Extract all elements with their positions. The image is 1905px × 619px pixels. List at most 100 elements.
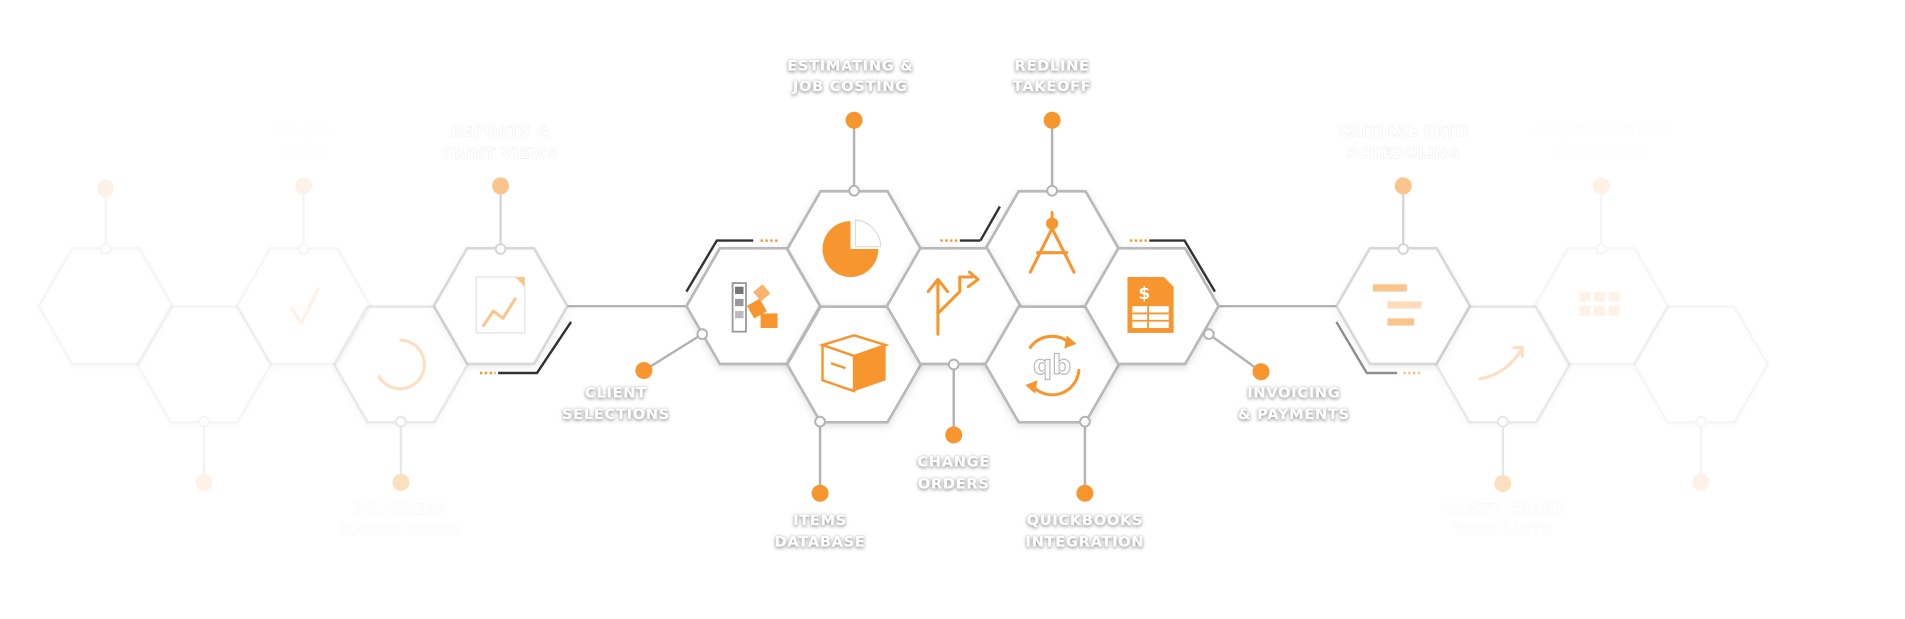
junction-node <box>696 328 709 340</box>
hex-reports[interactable] <box>432 177 569 366</box>
trend-arrow-icon <box>1478 345 1524 381</box>
split-arrows-icon <box>926 270 980 336</box>
junction-node <box>1497 415 1509 428</box>
box-icon <box>818 334 890 393</box>
hexagon <box>1632 305 1770 424</box>
pin-dot <box>97 179 115 197</box>
feature-label-line: TAKEOFF <box>1013 78 1092 95</box>
pin-dot <box>1494 475 1512 493</box>
feature-label-line: CALENDAR <box>1554 145 1648 162</box>
junction-node <box>494 243 507 255</box>
pin-dot <box>1592 177 1610 195</box>
label-invoicing: INVOICING & PAYMENTS <box>1238 384 1350 423</box>
pin-dot <box>811 484 829 502</box>
feature-label-line: ITEMS <box>793 512 847 529</box>
hex-placeholder <box>37 179 175 366</box>
label-client: CLIENT SELECTIONS <box>562 384 670 423</box>
label-quickbooks: QUICKBOOKS INTEGRATION <box>1025 512 1145 551</box>
label-reports: REPORTS & PRINT VIEWS <box>442 123 559 162</box>
feature-label-line: DATABASE <box>775 534 866 551</box>
label-calendar: CONSTRUCTION CALENDAR <box>1532 123 1670 162</box>
feature-label-line: TASK LISTS <box>1453 522 1553 539</box>
pie-chart-icon <box>822 219 882 278</box>
pin-dot <box>295 177 313 195</box>
hex-calendar[interactable] <box>1532 177 1670 366</box>
feature-label-line: SCHEDULING <box>1347 145 1460 162</box>
feature-label-line: ORDERS <box>918 475 990 492</box>
feature-label-line: REDLINE <box>1015 57 1090 74</box>
pin-line <box>643 333 703 372</box>
junction-node <box>1397 243 1410 255</box>
junction-node <box>1046 184 1058 197</box>
pin-dot <box>845 111 863 129</box>
feature-label-line: ESTIMATING & <box>787 57 913 74</box>
feature-label-line: QUICKBOOKS <box>1027 512 1144 529</box>
schedule-bars-icon <box>1372 284 1422 326</box>
compass-icon <box>1028 211 1076 274</box>
hex-placeholder <box>1632 305 1770 491</box>
junction-node <box>1203 328 1215 340</box>
feature-label-line: CRITICAL PATH <box>1338 123 1468 140</box>
pin-dot <box>945 426 963 444</box>
feature-label-line: PRINT VIEWS <box>443 145 559 162</box>
pin-dot <box>635 362 653 380</box>
junction-node <box>99 243 112 255</box>
junction-node <box>1079 415 1091 428</box>
junction-node <box>1595 243 1608 255</box>
hex-change[interactable] <box>885 246 1023 444</box>
label-redline: REDLINE TAKEOFF <box>1012 57 1092 95</box>
pin-dot <box>1252 363 1270 381</box>
pin-dot <box>392 473 410 491</box>
checkmark-icon <box>290 287 320 325</box>
label-items: ITEMS DATABASE <box>774 512 866 551</box>
label-estimating: ESTIMATING & JOB COSTING <box>787 57 913 95</box>
feature-label-line: INVOICING <box>1247 384 1340 401</box>
hex-progress[interactable] <box>332 305 470 491</box>
feature-label-line: PROGRESS <box>354 501 448 518</box>
calendar-grid-icon <box>1579 291 1620 316</box>
label-todo: TO DO LISTS <box>276 123 332 162</box>
pin-dot <box>1692 473 1710 491</box>
hex-todo[interactable] <box>235 177 373 366</box>
feature-label-line: JOB COSTING <box>792 78 908 95</box>
quickbooks-logo: qb <box>1033 350 1071 381</box>
quickbooks-sync-icon: qb <box>1025 334 1081 397</box>
decorative-strokes <box>479 205 1422 375</box>
color-swatch-icon <box>731 282 778 333</box>
feature-label-line: CONSTRUCTION <box>1532 123 1670 140</box>
hex-redline[interactable] <box>983 111 1121 309</box>
feature-label-line: CLIENT <box>585 384 647 401</box>
junction-node <box>198 415 210 428</box>
pin-dot <box>195 473 213 491</box>
pin-line <box>1208 333 1262 373</box>
junction-node <box>947 358 960 371</box>
feature-label-line: GANTT CHART <box>1441 501 1564 518</box>
label-progress: PROGRESS DASHBOARDS <box>340 501 461 539</box>
junction-node <box>1695 415 1707 428</box>
hex-critical[interactable] <box>1334 177 1472 366</box>
junction-node <box>848 184 860 197</box>
pin-dot <box>1043 111 1061 129</box>
hex-estimating[interactable] <box>785 111 923 309</box>
label-gantt: GANTT CHART TASK LISTS <box>1441 501 1564 539</box>
pin-dot <box>492 177 510 195</box>
label-critical: CRITICAL PATH SCHEDULING <box>1338 123 1468 162</box>
feature-label-line: LISTS <box>279 145 328 162</box>
invoice-icon: $ <box>1127 277 1174 333</box>
feature-label-line: DASHBOARDS <box>340 522 461 539</box>
svg-text:$: $ <box>1138 284 1150 304</box>
feature-label-line: SELECTIONS <box>562 406 670 423</box>
progress-ring-icon <box>377 338 426 391</box>
junction-node <box>814 415 826 428</box>
feature-label-line: INTEGRATION <box>1026 534 1145 551</box>
hexagon <box>37 246 175 366</box>
junction-node <box>395 415 407 428</box>
feature-label-line: TO DO <box>276 123 332 140</box>
feature-label-line: & PAYMENTS <box>1238 406 1350 423</box>
pin-dot <box>1076 484 1094 502</box>
junction-node <box>297 243 310 255</box>
feature-label-line: REPORTS & <box>451 123 551 140</box>
report-chart-icon <box>475 276 526 334</box>
